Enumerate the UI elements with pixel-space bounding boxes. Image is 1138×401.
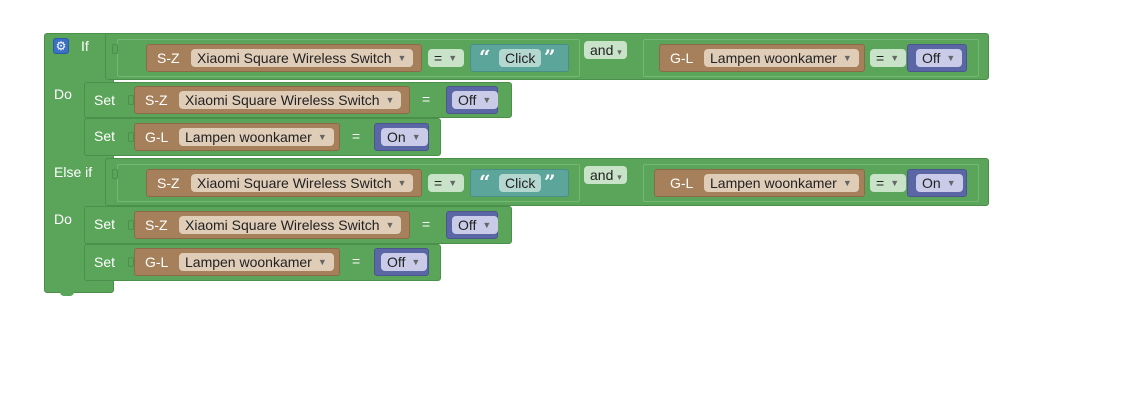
else-if-right-device-block[interactable]: G-L Lampen woonkamer▼ <box>654 169 865 197</box>
compare-operator-dropdown[interactable]: =▼ <box>870 174 907 192</box>
set-device-block[interactable]: G-L Lampen woonkamer▼ <box>134 123 340 151</box>
set-label: Set <box>94 128 116 144</box>
dropdown-arrow-icon: ▼ <box>411 257 421 267</box>
dropdown-arrow-icon: ▼ <box>842 53 852 63</box>
dropdown-arrow-icon: ▼ <box>411 132 421 142</box>
device-type: G-L <box>145 254 169 270</box>
set-label: Set <box>94 92 116 108</box>
state-dropdown[interactable]: Off▼ <box>916 49 963 67</box>
dropdown-arrow-icon: ▼ <box>946 53 956 63</box>
state-value-block[interactable]: On▼ <box>907 169 967 197</box>
device-dropdown[interactable]: Lampen woonkamer▼ <box>179 253 334 271</box>
equals-label: = <box>422 216 431 232</box>
connector-tab <box>128 220 134 230</box>
dropdown-arrow-icon: ▼ <box>482 220 492 230</box>
compare-operator-dropdown[interactable]: =▼ <box>428 49 465 67</box>
else-if-label: Else if <box>54 164 93 180</box>
device-dropdown[interactable]: Lampen woonkamer▼ <box>704 49 859 67</box>
state-value-block[interactable]: Off▼ <box>907 44 967 72</box>
dropdown-arrow-icon: ▼ <box>448 178 458 188</box>
set-label: Set <box>94 254 116 270</box>
set-device-block[interactable]: S-Z Xiaomi Square Wireless Switch▼ <box>134 86 410 114</box>
state-value-block[interactable]: On▼ <box>374 123 429 151</box>
device-type: S-Z <box>145 217 168 233</box>
state-value-block[interactable]: Off▼ <box>446 86 499 114</box>
do-label-1: Do <box>54 86 72 102</box>
dropdown-arrow-icon: ▼ <box>397 178 407 188</box>
device-dropdown[interactable]: Xiaomi Square Wireless Switch▼ <box>179 216 402 234</box>
equals-label: = <box>352 253 361 269</box>
dropdown-arrow-icon: ▼ <box>448 53 458 63</box>
set-device-block[interactable]: S-Z Xiaomi Square Wireless Switch▼ <box>134 211 410 239</box>
connector-tab <box>128 95 134 105</box>
if-block-bottom-notch <box>60 290 74 296</box>
device-type: S-Z <box>145 92 168 108</box>
state-dropdown[interactable]: Off▼ <box>452 91 499 109</box>
open-quote-icon: “ <box>479 170 491 194</box>
state-value-block[interactable]: Off▼ <box>446 211 499 239</box>
connector-tab <box>128 257 134 267</box>
text-value-block[interactable]: “ Click ” <box>470 44 569 72</box>
equals-label: = <box>352 128 361 144</box>
open-quote-icon: “ <box>479 45 491 69</box>
if-block[interactable] <box>44 33 114 293</box>
dropdown-arrow-icon: ▼ <box>317 132 327 142</box>
dropdown-arrow-icon: ▼ <box>385 95 395 105</box>
dropdown-arrow-icon: ▼ <box>946 178 956 188</box>
text-value-field[interactable]: Click <box>499 49 542 67</box>
gear-icon[interactable]: ⚙ <box>53 38 69 54</box>
state-value-block[interactable]: Off▼ <box>374 248 429 276</box>
state-dropdown[interactable]: Off▼ <box>452 216 499 234</box>
if-label: If <box>81 38 89 54</box>
state-dropdown[interactable]: Off▼ <box>381 253 428 271</box>
close-quote-icon: ” <box>544 45 556 69</box>
device-dropdown[interactable]: Xiaomi Square Wireless Switch▼ <box>191 174 414 192</box>
connector-tab <box>112 44 118 54</box>
text-value-block[interactable]: “ Click ” <box>470 169 569 197</box>
dropdown-arrow-icon: ▼ <box>842 178 852 188</box>
and-operator-2[interactable]: and ▾ <box>584 166 627 184</box>
device-dropdown[interactable]: Lampen woonkamer▼ <box>179 128 334 146</box>
device-type: G-L <box>145 129 169 145</box>
equals-label: = <box>422 91 431 107</box>
dropdown-arrow-icon: ▼ <box>890 53 900 63</box>
device-dropdown[interactable]: Xiaomi Square Wireless Switch▼ <box>179 91 402 109</box>
dropdown-arrow-icon: ▼ <box>482 95 492 105</box>
connector-tab <box>112 169 118 179</box>
compare-operator-dropdown[interactable]: =▼ <box>870 49 907 67</box>
device-type: G-L <box>670 50 694 66</box>
set-label: Set <box>94 216 116 232</box>
device-type: G-L <box>670 175 694 191</box>
do-label-2: Do <box>54 211 72 227</box>
else-if-left-device-block[interactable]: S-Z Xiaomi Square Wireless Switch▼ <box>146 169 422 197</box>
close-quote-icon: ” <box>544 170 556 194</box>
state-dropdown[interactable]: On▼ <box>381 128 428 146</box>
device-dropdown[interactable]: Lampen woonkamer▼ <box>704 174 859 192</box>
device-type: S-Z <box>157 50 180 66</box>
compare-operator-dropdown[interactable]: =▼ <box>428 174 465 192</box>
state-dropdown[interactable]: On▼ <box>916 174 963 192</box>
text-value-field[interactable]: Click <box>499 174 542 192</box>
dropdown-arrow-icon: ▼ <box>317 257 327 267</box>
dropdown-arrow-icon: ▼ <box>397 53 407 63</box>
set-device-block[interactable]: G-L Lampen woonkamer▼ <box>134 248 340 276</box>
if-left-device-block[interactable]: S-Z Xiaomi Square Wireless Switch▼ <box>146 44 422 72</box>
device-type: S-Z <box>157 175 180 191</box>
device-dropdown[interactable]: Xiaomi Square Wireless Switch▼ <box>191 49 414 67</box>
dropdown-arrow-icon: ▼ <box>385 220 395 230</box>
connector-tab <box>128 132 134 142</box>
dropdown-arrow-icon: ▼ <box>890 178 900 188</box>
and-operator-1[interactable]: and ▾ <box>584 41 627 59</box>
if-right-device-block[interactable]: G-L Lampen woonkamer▼ <box>659 44 865 72</box>
